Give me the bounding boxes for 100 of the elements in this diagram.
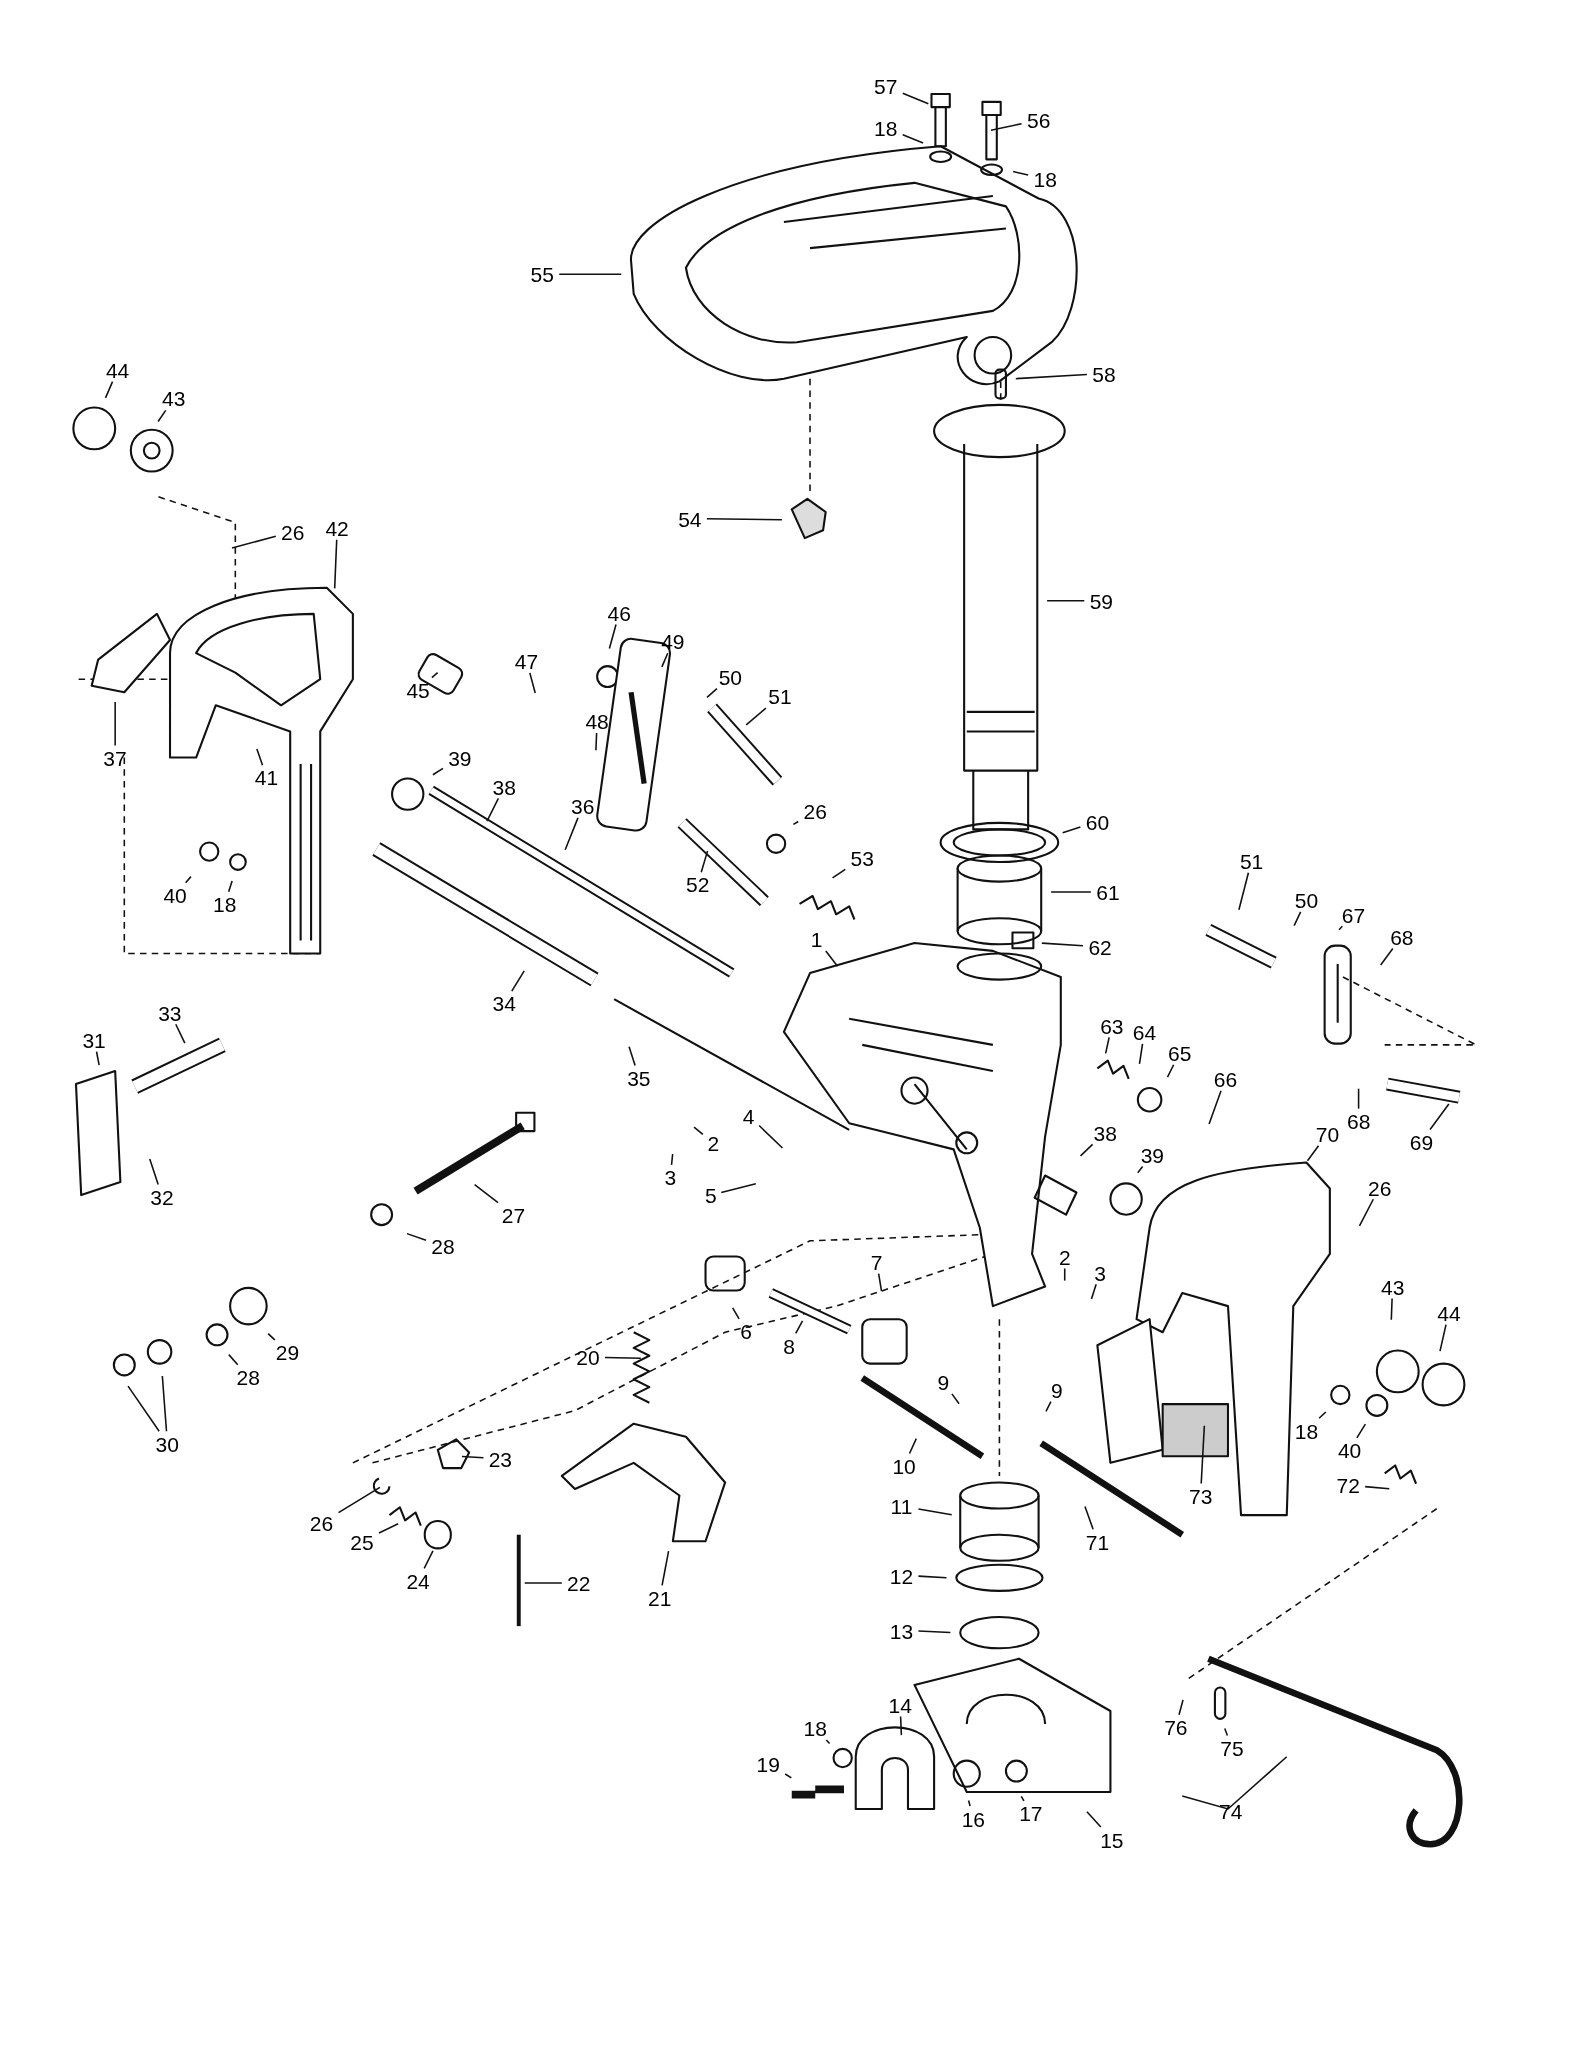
leader-line <box>231 535 277 549</box>
leader-line <box>628 1046 636 1067</box>
callout-number: 53 <box>850 847 874 869</box>
leader-line <box>95 1050 100 1066</box>
callout-number: 41 <box>254 766 279 788</box>
callout-number: 67 <box>1341 904 1366 926</box>
leader-line <box>700 850 709 874</box>
callout-number: 59 <box>1089 590 1114 612</box>
callout-number: 3 <box>664 1166 677 1188</box>
callout-number: 49 <box>661 631 685 652</box>
callout-number: 6 <box>740 1320 752 1342</box>
leader-line <box>745 707 767 726</box>
leader-line <box>792 820 800 826</box>
callout-number: 52 <box>686 874 710 895</box>
callout-number: 29 <box>275 1341 300 1363</box>
leader-line <box>1050 891 1092 893</box>
callout-number: 28 <box>431 1235 455 1257</box>
leader-line <box>523 1582 563 1584</box>
leader-line <box>1390 1297 1393 1321</box>
callout-number: 39 <box>448 747 472 769</box>
leader-line <box>831 868 847 879</box>
callout-number: 62 <box>1088 936 1112 958</box>
leader-line <box>1200 1424 1206 1485</box>
callout-number: 44 <box>1437 1302 1461 1324</box>
callout-number: 26 <box>803 800 827 822</box>
callout-number: 58 <box>1092 363 1116 385</box>
leader-line <box>670 1153 674 1166</box>
leader-line <box>1063 1267 1066 1282</box>
leader-line <box>378 1523 399 1534</box>
callout-number: 71 <box>1085 1531 1110 1553</box>
callout-number: 56 <box>1027 109 1051 131</box>
callout-number: 10 <box>892 1455 916 1477</box>
callout-number: 12 <box>889 1565 914 1587</box>
leader-line <box>784 1773 793 1779</box>
callout-number: 57 <box>874 75 898 97</box>
leader-line <box>161 1375 168 1433</box>
callout-number: 7 <box>870 1251 883 1273</box>
callout-number: 50 <box>718 666 742 688</box>
callout-number: 68 <box>1390 926 1414 948</box>
callout-number: 2 <box>707 1132 720 1154</box>
callout-number: 64 <box>1132 1021 1157 1043</box>
leader-line <box>1012 170 1029 176</box>
leader-line <box>227 880 233 893</box>
leader-line <box>431 671 439 679</box>
leader-line <box>564 817 579 851</box>
callout-number: 32 <box>150 1186 174 1208</box>
leader-line <box>1338 925 1344 931</box>
leader-line <box>1364 1485 1391 1490</box>
callout-number: 70 <box>1315 1123 1340 1145</box>
leader-line <box>1086 1811 1102 1828</box>
callout-number: 16 <box>961 1808 985 1830</box>
callout-number: 2 <box>1058 1246 1071 1268</box>
leader-line <box>608 623 617 650</box>
callout-number: 43 <box>1381 1276 1405 1298</box>
callout-number: 45 <box>406 679 430 701</box>
leader-line <box>706 518 783 521</box>
callout-number: 44 <box>105 359 130 381</box>
leader-line <box>1045 1400 1052 1413</box>
leader-line <box>825 1739 831 1745</box>
callout-number: 4 <box>742 1105 755 1127</box>
callout-number: 54 <box>678 508 702 530</box>
callout-number: 38 <box>1093 1122 1117 1144</box>
callout-number: 35 <box>627 1067 651 1089</box>
callout-number: 9 <box>937 1371 950 1393</box>
leader-line <box>256 748 264 766</box>
leader-line <box>175 1023 186 1044</box>
leader-line <box>731 1307 740 1320</box>
leader-line <box>157 409 167 423</box>
leader-line <box>127 1385 160 1433</box>
leader-line <box>558 273 623 276</box>
leader-line <box>902 134 924 144</box>
leader-line <box>1293 911 1302 927</box>
leader-line <box>1223 1727 1229 1737</box>
leader-line <box>423 1550 434 1570</box>
leader-line <box>917 1575 948 1579</box>
callout-number: 26 <box>309 1512 334 1534</box>
leader-line <box>1429 1103 1450 1131</box>
leader-line <box>661 1550 670 1587</box>
leader-line <box>951 1393 960 1405</box>
callout-number: 21 <box>648 1587 672 1609</box>
callout-number: 19 <box>756 1753 780 1775</box>
callout-number: 34 <box>492 992 516 1014</box>
callout-number: 46 <box>607 602 631 624</box>
callout-number: 13 <box>889 1620 914 1641</box>
callout-number: 60 <box>1085 811 1110 833</box>
leader-line <box>693 1126 704 1136</box>
leader-line <box>706 687 718 699</box>
callout-number: 31 <box>82 1029 106 1051</box>
leader-line <box>1166 1063 1175 1078</box>
leader-line <box>1208 1090 1222 1125</box>
leader-line <box>184 875 192 884</box>
leader-line <box>148 1158 159 1186</box>
callout-number: 50 <box>1294 889 1319 911</box>
leader-line <box>720 1183 757 1194</box>
callout-number: 74 <box>1219 1800 1243 1822</box>
callout-number: 24 <box>406 1570 430 1592</box>
callout-number: 75 <box>1220 1737 1244 1759</box>
leader-line <box>114 701 116 747</box>
leader-line <box>595 732 598 752</box>
callout-number: 1 <box>810 928 823 950</box>
